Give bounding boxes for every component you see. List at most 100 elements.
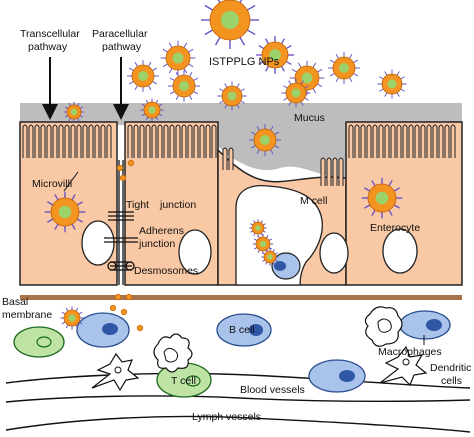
microvillus	[151, 124, 157, 158]
microvillus	[372, 124, 378, 158]
label-nps: ISTPPLG NPs	[209, 56, 280, 68]
blood-vessel-wall-lower	[5, 395, 471, 403]
label-basal-membrane-2: membrane	[2, 309, 52, 321]
small-particle	[116, 164, 124, 172]
microvillus	[199, 124, 205, 158]
immune-cells	[13, 306, 451, 398]
microvilli-group	[22, 124, 456, 186]
label-macrophages: Macrophages	[378, 346, 442, 358]
t-cell-bottom-nucleus	[185, 375, 201, 387]
microvillus	[187, 124, 193, 158]
microvillus	[408, 124, 414, 158]
nanoparticle	[361, 177, 403, 219]
t-cell-left-nucleus	[36, 336, 52, 348]
microvillus	[175, 124, 181, 158]
microvillus	[444, 124, 450, 158]
nanoparticle	[261, 248, 279, 266]
microvillus	[127, 124, 133, 158]
microvillus-m-cell	[320, 157, 326, 186]
microvillus-m-cell	[222, 147, 228, 170]
small-particle	[114, 293, 122, 301]
nanoparticle	[281, 78, 311, 108]
t-cell-left	[13, 326, 65, 358]
dendritic-cell-right-nucleus	[402, 358, 410, 366]
small-particle	[136, 324, 144, 332]
labels: Transcellular pathway Paracellular pathw…	[2, 28, 471, 423]
microvillus-m-cell	[228, 147, 234, 170]
microvillus	[133, 124, 139, 158]
b-cell-1-nucleus	[102, 323, 118, 335]
microvillus	[40, 124, 46, 158]
nanoparticle	[252, 233, 274, 255]
label-transcellular-2: pathway	[28, 41, 68, 53]
label-transcellular-1: Transcellular	[20, 28, 80, 40]
microvillus	[420, 124, 426, 158]
microvillus	[432, 124, 438, 158]
microvillus	[211, 124, 217, 158]
microvillus-m-cell	[332, 157, 338, 186]
microvillus	[384, 124, 390, 158]
blood-vessel-wall-upper	[5, 372, 471, 389]
microvillus	[34, 124, 40, 158]
lymph-vessel-wall	[5, 415, 471, 433]
dendritic-cell-left	[91, 352, 140, 392]
microvillus	[366, 124, 372, 158]
microvillus	[426, 124, 432, 158]
nucleus-mid	[178, 229, 212, 275]
microvillus	[28, 124, 34, 158]
microvillus	[378, 124, 384, 158]
b-cell-3-nucleus	[426, 319, 442, 331]
nanoparticle	[328, 52, 360, 84]
b-cell-3	[399, 310, 451, 340]
microvillus	[390, 124, 396, 158]
nanoparticles-group	[44, 0, 407, 330]
macrophage-1	[153, 333, 193, 373]
epithelium	[19, 121, 463, 286]
microvillus	[106, 124, 112, 158]
nanoparticle	[140, 98, 164, 122]
microvillus	[348, 124, 354, 158]
microvillus-m-cell	[326, 157, 332, 186]
microvillus	[52, 124, 58, 158]
small-particle	[120, 308, 128, 316]
microvillus	[414, 124, 420, 158]
mucus-m-cell-extension	[218, 103, 346, 178]
small-particle	[125, 293, 133, 301]
label-desmosomes: Desmosomes	[134, 265, 198, 277]
microvillus	[145, 124, 151, 158]
label-m-cell: M cell	[300, 195, 327, 207]
nucleus-left	[81, 220, 115, 266]
nanoparticle	[63, 101, 85, 123]
microvillus	[139, 124, 145, 158]
microvillus	[64, 124, 70, 158]
label-lymph-vessels: Lymph vessels	[192, 411, 261, 423]
nucleus-m-cell-2	[319, 232, 349, 274]
label-tight-junction-2: junction	[159, 199, 196, 211]
microvillus	[181, 124, 187, 158]
label-adherens: Adherens	[139, 225, 184, 237]
nucleus-right	[382, 228, 418, 274]
dendritic-cell-right	[379, 345, 428, 387]
label-blood-vessels: Blood vessels	[240, 384, 305, 396]
nanoparticle	[44, 191, 86, 233]
small-particle	[119, 174, 127, 182]
microvillus	[402, 124, 408, 158]
microvillus	[70, 124, 76, 158]
leader-lines	[63, 171, 425, 345]
nucleus-m-cell-inner	[274, 261, 286, 271]
basal-membrane-band	[20, 295, 462, 300]
label-dendritic-2: cells	[441, 375, 462, 387]
microvillus	[100, 124, 106, 158]
microvillus	[205, 124, 211, 158]
microvillus	[169, 124, 175, 158]
label-paracellular-2: pathway	[102, 41, 142, 53]
label-mucus: Mucus	[294, 112, 325, 124]
label-b-cell: B cell	[229, 324, 255, 336]
nanoparticle	[249, 219, 267, 237]
nanoparticle	[201, 0, 259, 49]
nanoparticle	[249, 124, 281, 156]
microvillus	[438, 124, 444, 158]
dendritic-cell-left-nucleus	[114, 366, 122, 374]
